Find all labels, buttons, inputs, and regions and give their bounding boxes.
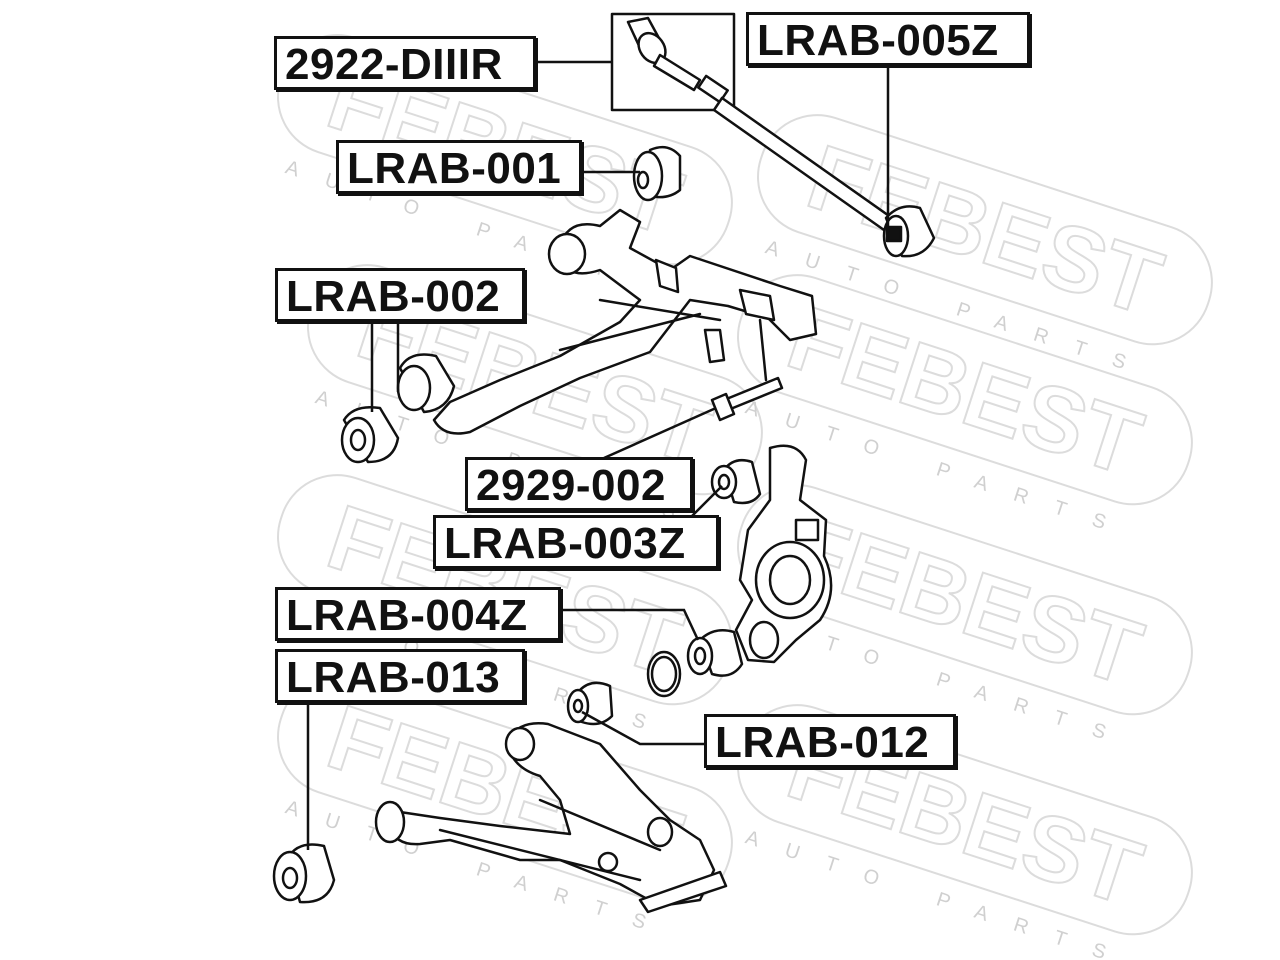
label-knuckle-bushing-upper: LRAB-003Z (433, 515, 719, 569)
label-upper-arm-bushing-front: LRAB-001 (336, 140, 582, 194)
watermark-oval (757, 114, 1213, 346)
steering-knuckle (734, 444, 833, 664)
lateral-arm-bushing (882, 205, 936, 258)
leader-2929 (603, 406, 717, 460)
label-upper-arm-bushing-rear: LRAB-002 (275, 268, 525, 322)
label-lateral-arm-bushing: LRAB-005Z (746, 12, 1030, 66)
lower-control-arm (374, 722, 728, 914)
watermark-oval (737, 274, 1193, 506)
leader-004z (560, 608, 700, 641)
lower-arm-rear-bushing (272, 843, 336, 904)
knuckle-upper-bushing (710, 459, 762, 505)
inner-tie-rod-joint (626, 16, 729, 104)
label-cam-bolt: 2929-002 (465, 457, 693, 511)
watermark-oval (737, 484, 1193, 716)
knuckle-lower-bushing (646, 629, 744, 698)
label-lower-arm-bushing-front: LRAB-012 (704, 714, 956, 768)
leader-lines (306, 60, 890, 850)
cam-bolt (710, 318, 784, 422)
lower-arm-front-bushing (566, 681, 614, 726)
upper-arm-rear-bushing (340, 353, 456, 464)
upper-arm-front-bushing (632, 145, 682, 202)
upper-control-arm (432, 208, 818, 435)
label-knuckle-bushing-lower: LRAB-004Z (275, 587, 561, 641)
leader-003z (689, 485, 723, 519)
label-lower-arm-bushing-rear: LRAB-013 (275, 649, 525, 703)
leader-012 (581, 710, 704, 746)
label-tie-rod: 2922-DIIIR (274, 36, 536, 90)
